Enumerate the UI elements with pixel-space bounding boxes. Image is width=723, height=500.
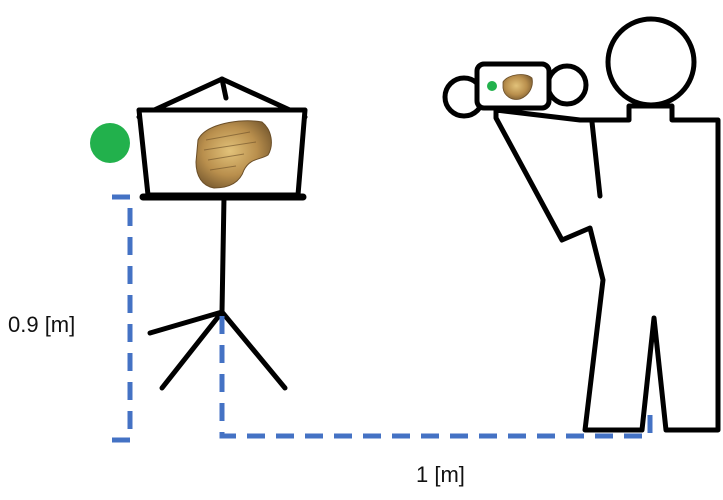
person-body [496, 106, 718, 430]
distance-label: 1 [m] [416, 462, 465, 488]
person-head [608, 19, 694, 105]
phone-camera [477, 64, 549, 108]
height-dimension-line [112, 197, 130, 440]
phone-marker-dot [487, 81, 497, 91]
height-label: 0.9 [m] [8, 312, 75, 338]
person-right-hand [548, 66, 586, 104]
green-marker-dot [90, 123, 130, 163]
